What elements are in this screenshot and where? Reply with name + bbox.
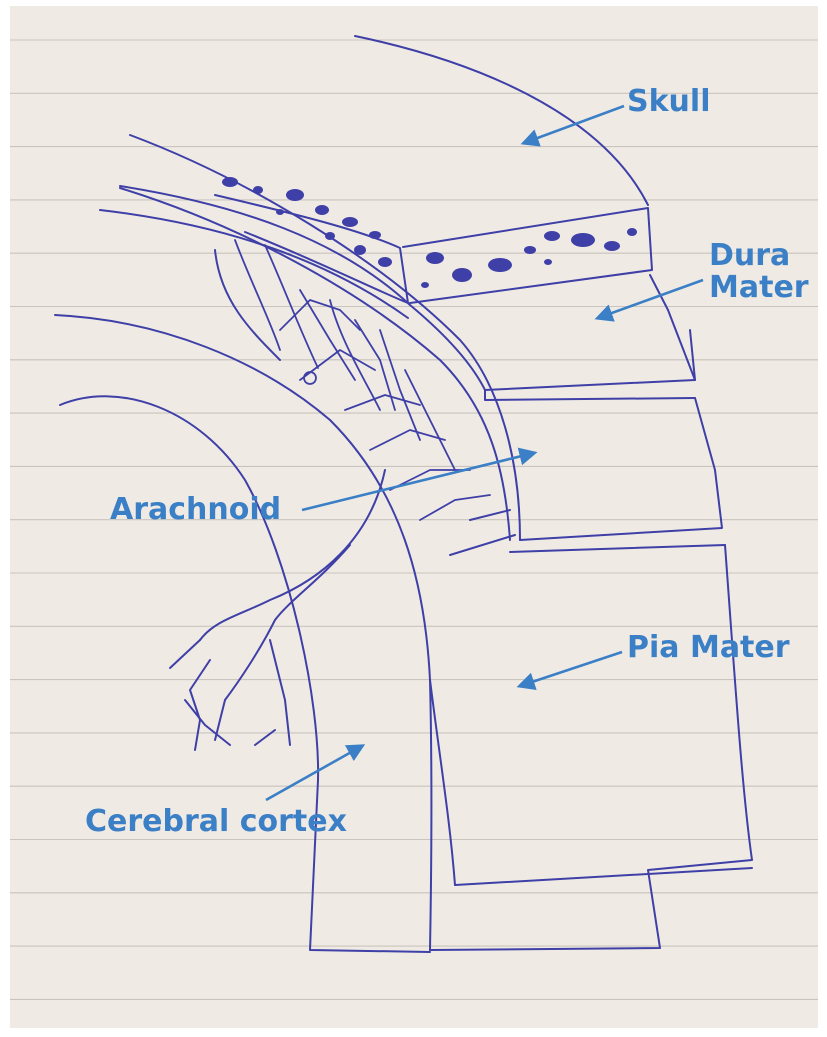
label-pia-mater-text: Pia Mater [627,630,790,665]
label-pia-mater: Pia Mater [627,632,790,664]
label-cerebral-cortex: Cerebral cortex [85,806,347,838]
label-cerebral-cortex-text: Cerebral cortex [85,804,347,839]
label-dura-line1: Dura [709,240,809,272]
label-arachnoid: Arachnoid [110,494,281,526]
label-dura-mater: Dura Mater [709,240,809,303]
label-skull-text: Skull [627,84,710,119]
label-dura-line2: Mater [709,272,809,304]
label-arachnoid-text: Arachnoid [110,492,281,527]
label-skull: Skull [627,86,710,118]
